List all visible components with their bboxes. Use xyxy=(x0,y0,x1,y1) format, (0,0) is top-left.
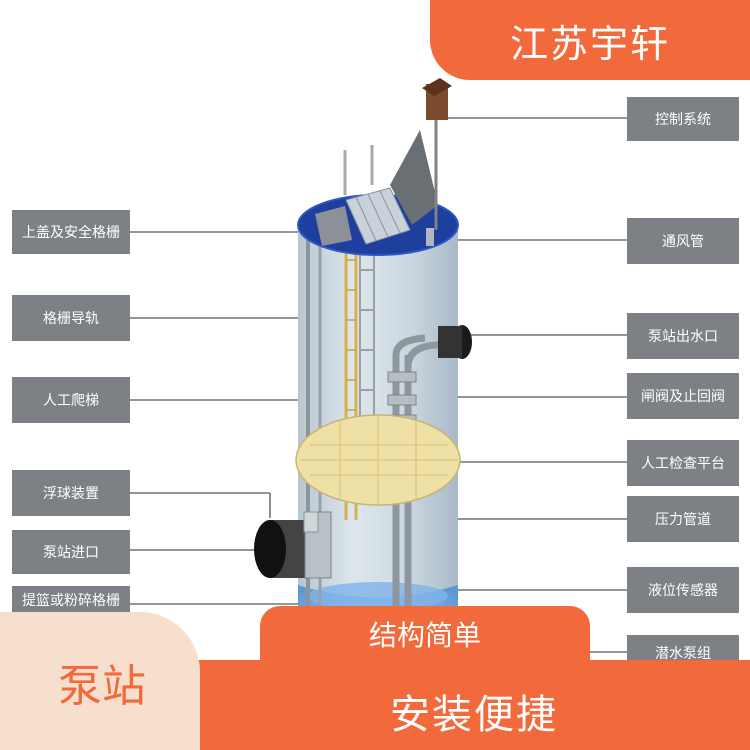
label-valve: 闸阀及止回阀 xyxy=(627,373,739,419)
control-box xyxy=(422,78,452,230)
grille-lines xyxy=(355,190,401,242)
label-float: 浮球装置 xyxy=(12,470,130,516)
cover-box xyxy=(315,206,352,246)
inlet-pipe xyxy=(254,511,332,579)
label-inlet: 泵站进口 xyxy=(12,530,130,574)
hatch-lid xyxy=(390,130,438,225)
left-card: 泵站 xyxy=(0,612,200,750)
float-device xyxy=(303,511,319,533)
banner-top: 结构简单 xyxy=(260,606,590,662)
label-grille-rail: 格栅导轨 xyxy=(12,295,130,341)
label-outlet: 泵站出水口 xyxy=(627,313,739,359)
label-cover-grille: 上盖及安全格栅 xyxy=(12,210,130,254)
left-card-text: 泵站 xyxy=(58,661,146,712)
handles xyxy=(343,145,374,195)
label-platform: 人工检查平台 xyxy=(627,440,739,486)
label-control-system: 控制系统 xyxy=(627,97,739,141)
label-ladder: 人工爬梯 xyxy=(12,377,130,423)
label-pressure-pipe: 压力管道 xyxy=(627,496,739,542)
label-vent-pipe: 通风管 xyxy=(627,218,739,264)
banner-top-text: 结构简单 xyxy=(368,619,481,652)
platform-grid xyxy=(300,415,458,505)
label-basket-grille: 提篮或粉碎格栅 xyxy=(12,586,130,616)
brand-badge: 江苏宇轩 xyxy=(430,0,750,80)
water-surface xyxy=(308,582,448,610)
label-level-sensor: 液位传感器 xyxy=(627,567,739,613)
slogan-text: 安装便捷 xyxy=(390,692,558,738)
vent-pipe xyxy=(426,228,434,246)
outlet-flange xyxy=(438,325,472,359)
